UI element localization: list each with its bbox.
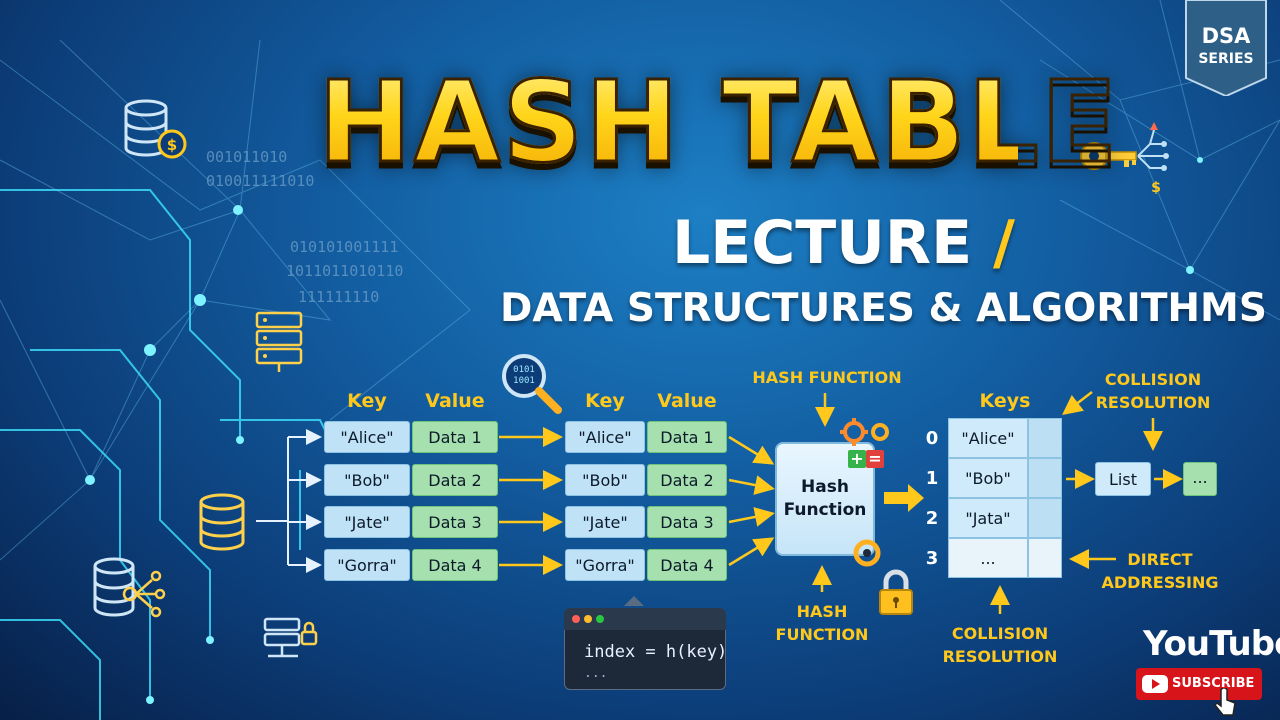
collision-resolution-bottom-line1: COLLISION [951, 624, 1049, 643]
svg-text:0101: 0101 [513, 365, 535, 375]
lecture-subtitle: LECTURE / [672, 210, 1015, 276]
database-network-icon [93, 557, 166, 618]
hash-function-box-label: Hash Function [775, 476, 875, 522]
badge-dsa: DSA [1201, 24, 1251, 48]
window-controls-icon [572, 615, 604, 623]
direct-addressing-line2: ADDRESSING [1101, 573, 1219, 592]
code-continuation: ... [584, 666, 608, 681]
cursor-icon [1213, 688, 1236, 716]
bucket-key-cell: "Bob" [948, 458, 1028, 498]
code-line: index = h(key) [584, 642, 728, 662]
svg-text:$: $ [1151, 180, 1161, 196]
lock-icon [879, 569, 913, 615]
table1-value-header: Value [425, 390, 485, 412]
bucket-index: 2 [925, 508, 939, 529]
table2-key-cell: "Bob" [565, 464, 645, 496]
bucket-key-cell: ... [948, 538, 1028, 578]
table2-key-cell: "Gorra" [565, 549, 645, 581]
bucket-key-cell: "Alice" [948, 418, 1028, 458]
bucket-index: 0 [925, 428, 939, 449]
chain-list-node: List [1095, 462, 1151, 496]
table1-key-header: Key [347, 390, 387, 412]
binary-text: 010011111010 [206, 172, 315, 190]
table1-value-cell: Data 4 [412, 549, 498, 581]
gear-icon: + = [840, 418, 889, 468]
table1-value-cell: Data 2 [412, 464, 498, 496]
svg-text:+: + [850, 449, 863, 468]
direct-addressing-line1: DIRECT [1127, 550, 1193, 569]
hash-function-bottom-line1: HASH [796, 602, 848, 621]
hash-function-label-bottom: HASH FUNCTION [768, 600, 876, 646]
table2-key-cell: "Alice" [565, 421, 645, 453]
hash-function-label-top: HASH FUNCTION [752, 368, 902, 387]
bucket-index: 1 [925, 468, 939, 489]
table1-key-cell: "Gorra" [324, 549, 410, 581]
bucket-index: 3 [925, 548, 939, 569]
table2-key-header: Key [585, 390, 625, 412]
database-icon [199, 493, 245, 551]
chain-next-node: ... [1183, 462, 1217, 496]
direct-addressing-label: DIRECT ADDRESSING [1098, 548, 1222, 594]
table1-key-cell: "Alice" [324, 421, 410, 453]
bucket-key-cell: "Jata" [948, 498, 1028, 538]
collision-resolution-label-top: COLLISION RESOLUTION [1088, 368, 1218, 414]
code-panel-titlebar [564, 608, 726, 630]
buckets-header: Keys [979, 390, 1031, 412]
youtube-logo: YouTube [1143, 624, 1280, 664]
collision-resolution-top-line1: COLLISION [1104, 370, 1202, 389]
bucket-side-cell [1028, 538, 1062, 578]
lecture-word: LECTURE [672, 208, 973, 278]
svg-text:1001: 1001 [513, 376, 535, 386]
table1-value-cell: Data 1 [412, 421, 498, 453]
hash-function-bottom-line2: FUNCTION [775, 625, 869, 644]
svg-text:$: $ [167, 136, 177, 154]
bucket-side-cell [1028, 458, 1062, 498]
table2-value-cell: Data 3 [647, 506, 727, 538]
magnifier-binary-icon: 0101 1001 [502, 354, 562, 414]
table1-key-cell: "Bob" [324, 464, 410, 496]
hash-function-box-line2: Function [783, 500, 867, 520]
collision-resolution-top-line2: RESOLUTION [1095, 393, 1211, 412]
table2-value-header: Value [657, 390, 717, 412]
server-lock-icon [263, 617, 318, 658]
youtube-play-icon [1142, 675, 1168, 693]
bucket-side-cell [1028, 498, 1062, 538]
table2-key-cell: "Jate" [565, 506, 645, 538]
hash-function-box-line1: Hash [801, 477, 849, 497]
table2-value-cell: Data 4 [647, 549, 727, 581]
database-dollar-icon: $ [124, 99, 187, 159]
binary-text: 111111110 [298, 288, 380, 306]
collision-resolution-bottom-line2: RESOLUTION [942, 647, 1058, 666]
server-rack-icon [255, 311, 303, 372]
binary-text: 010101001111 [290, 238, 399, 256]
table1-key-cell: "Jate" [324, 506, 410, 538]
badge-series: SERIES [1198, 51, 1254, 67]
series-badge [1185, 0, 1267, 96]
title-slash: / [992, 208, 1015, 278]
main-title: HASH TABLE [317, 48, 1119, 198]
binary-text: 1011011010110 [286, 262, 404, 280]
subscribe-label: SUBSCRIBE [1172, 676, 1255, 691]
course-subtitle: DATA STRUCTURES & ALGORITHMS [500, 286, 1267, 331]
table1-value-cell: Data 3 [412, 506, 498, 538]
bucket-side-cell [1028, 418, 1062, 458]
svg-text:=: = [868, 449, 881, 468]
key-circuit-icon: $ [1080, 122, 1169, 196]
gear-small-icon [853, 539, 881, 567]
binary-text: 001011010 [206, 148, 288, 166]
table2-value-cell: Data 2 [647, 464, 727, 496]
table2-value-cell: Data 1 [647, 421, 727, 453]
collision-resolution-label-bottom: COLLISION RESOLUTION [940, 622, 1060, 668]
